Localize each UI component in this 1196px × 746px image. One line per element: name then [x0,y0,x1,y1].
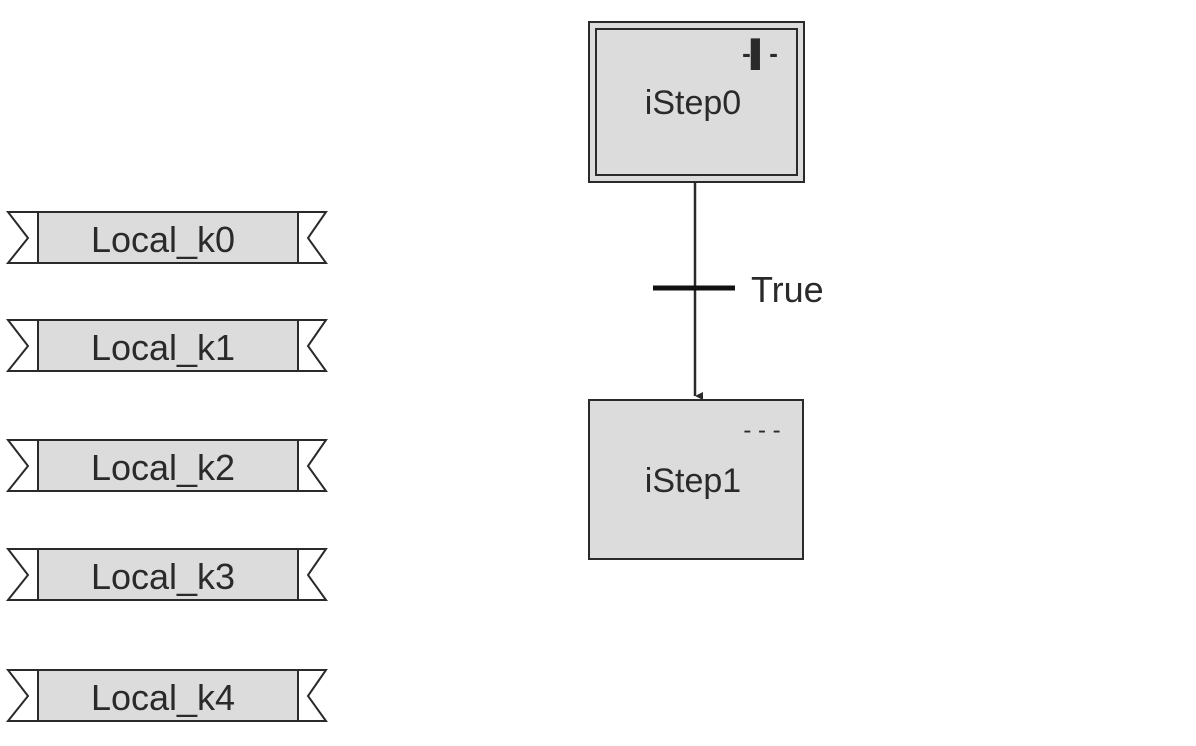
step-action-marker: -▌- [742,38,778,70]
variable-block-local-k3[interactable]: Local_k3 [5,548,328,601]
variable-block-local-k2[interactable]: Local_k2 [5,439,328,492]
initial-step-istep0[interactable]: -▌- iStep0 [588,21,805,183]
variable-label: Local_k3 [91,556,235,597]
step-action-marker: - - - [743,417,780,444]
variable-block-local-k1[interactable]: Local_k1 [5,319,328,372]
variable-label: Local_k4 [91,677,235,718]
step-label: iStep1 [645,462,741,500]
step-istep1[interactable]: - - - iStep1 [588,399,804,560]
variable-block-local-k4[interactable]: Local_k4 [5,669,328,722]
variable-label: Local_k0 [91,219,235,260]
step-label: iStep0 [645,84,741,122]
transition-condition-label: True [751,269,824,310]
variable-label: Local_k2 [91,447,235,488]
variable-label: Local_k1 [91,327,235,368]
variable-block-local-k0[interactable]: Local_k0 [5,211,328,264]
